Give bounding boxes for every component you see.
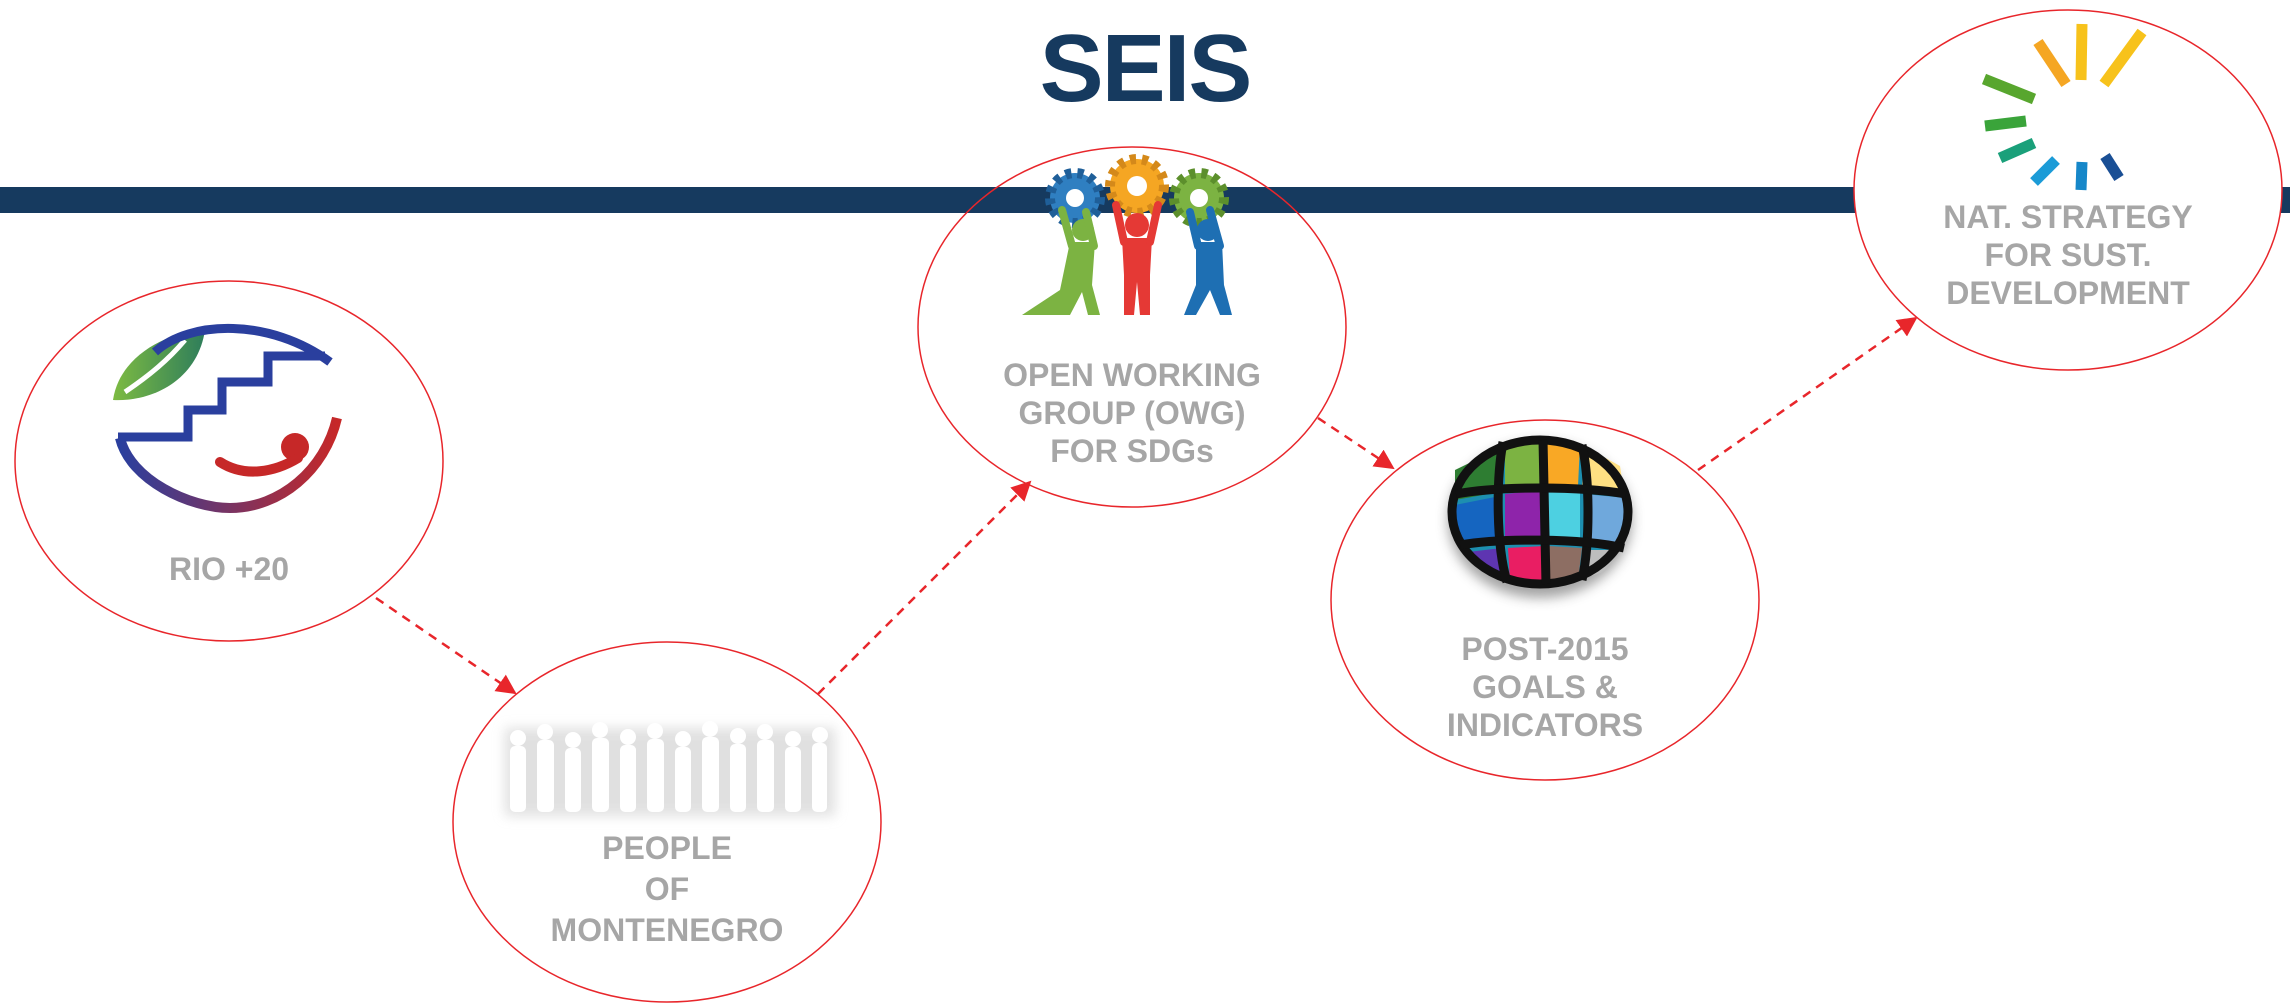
page-title: SEIS (1039, 15, 1253, 122)
edge-post2015-nssd (1697, 316, 1918, 472)
edge-owg-post2015 (1317, 416, 1395, 470)
edge-people-owg (817, 480, 1032, 695)
edge-rio-people (375, 596, 517, 695)
sunburst-icon (1981, 23, 2147, 191)
node-people-ellipse (452, 641, 882, 1003)
node-nssd-ellipse (1853, 9, 2283, 371)
node-post2015-ellipse (1330, 419, 1760, 781)
rio-plus-20-logo (113, 323, 342, 514)
node-owg-ellipse (917, 146, 1347, 508)
node-rio-ellipse (14, 280, 444, 642)
node-label-post2015: POST-2015 GOALS & INDICATORS (1446, 631, 1644, 743)
gears-team-icon (1022, 154, 1232, 315)
globe-icon (1447, 435, 1633, 598)
node-label-people: PEOPLE OF MONTENEGRO (550, 830, 784, 948)
node-label-nssd: NAT. STRATEGY FOR SUST. DEVELOPMENT (1943, 199, 2193, 311)
people-crowd-icon (505, 721, 835, 816)
node-label-owg: OPEN WORKING GROUP (OWG) FOR SDGs (1003, 357, 1261, 469)
node-label-rio: RIO +20 (168, 551, 290, 587)
